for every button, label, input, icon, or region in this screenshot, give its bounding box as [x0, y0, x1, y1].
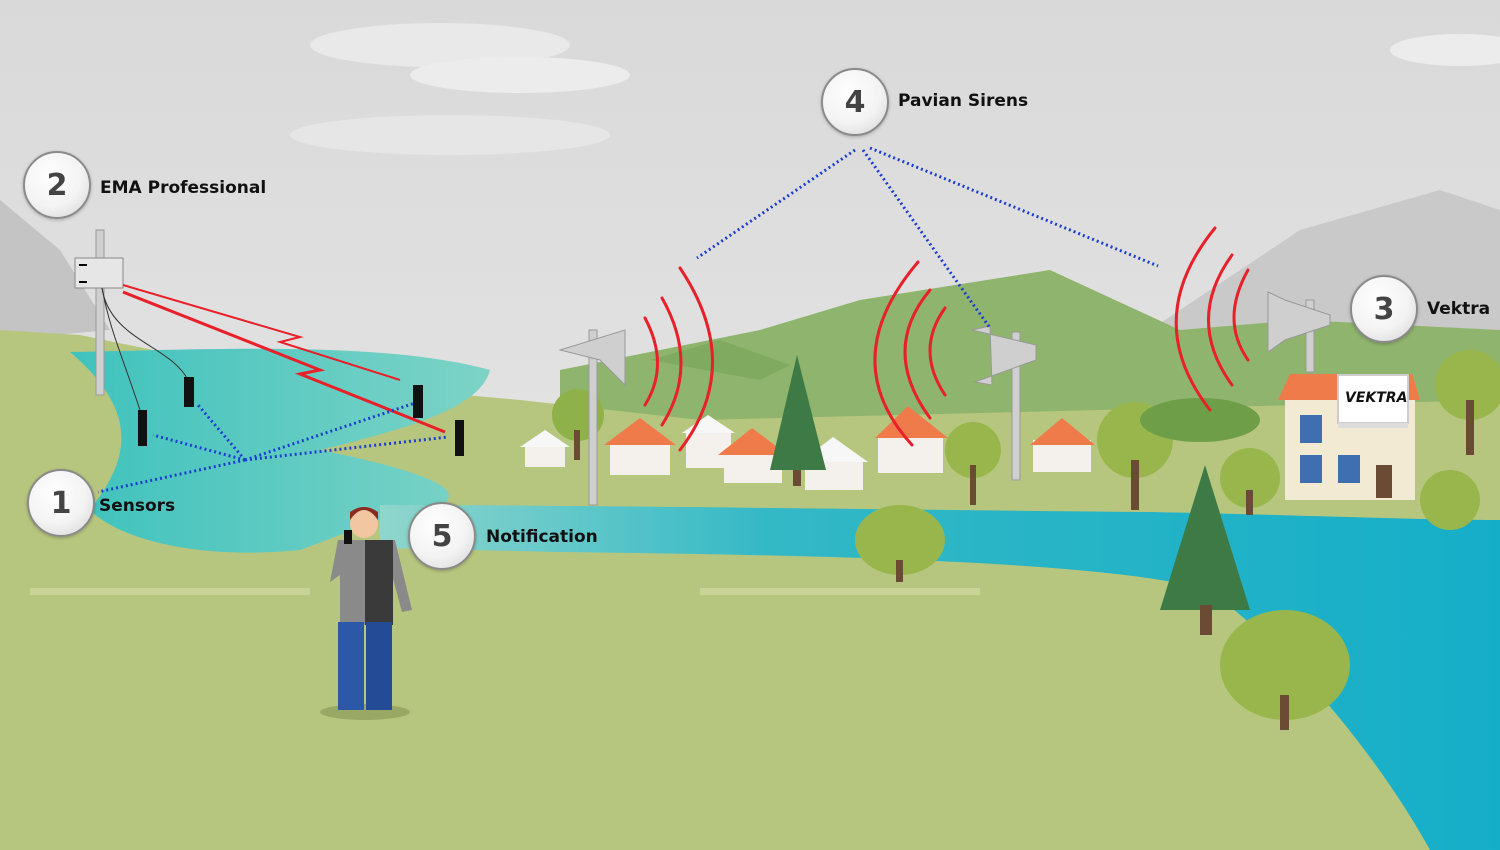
step-label-notification: Notification: [486, 527, 598, 547]
step-badge-2: 2: [23, 151, 91, 219]
step-badge-4: 4: [821, 68, 889, 136]
step-label-pavian-sirens: Pavian Sirens: [898, 91, 1029, 111]
step-label-ema-professional: EMA Professional: [100, 178, 267, 198]
siren-poles: [558, 291, 1331, 506]
house: [1030, 418, 1095, 472]
ema-station: [74, 229, 189, 411]
lake: [70, 348, 490, 553]
step-badge-1: 1: [27, 469, 95, 537]
house: [604, 418, 676, 475]
house: [520, 430, 570, 467]
radio-links: [122, 284, 446, 434]
round-tree: [945, 422, 1001, 505]
round-tree: [1435, 350, 1500, 455]
round-tree: [1220, 448, 1280, 515]
vektra-logo: VEKTRA: [1345, 390, 1408, 406]
step-badge-5: 5: [408, 502, 476, 570]
pine-tree: [770, 355, 826, 486]
step-label-vektra: Vektra: [1427, 299, 1491, 319]
communication-links: [97, 146, 1159, 494]
sensors: [138, 377, 464, 456]
vektra-building: [1278, 374, 1420, 500]
step-badge-3: 3: [1350, 275, 1418, 343]
round-tree: [1420, 470, 1480, 530]
house: [718, 428, 788, 483]
siren-sound-waves: [643, 226, 1250, 452]
bush: [855, 505, 945, 582]
monitor: [1337, 374, 1409, 424]
bush: [1220, 610, 1350, 730]
step-label-sensors: Sensors: [99, 496, 176, 516]
person-with-phone: [320, 507, 412, 720]
trees: [552, 350, 1500, 730]
pine-tree: [1160, 465, 1250, 635]
house: [875, 406, 948, 473]
